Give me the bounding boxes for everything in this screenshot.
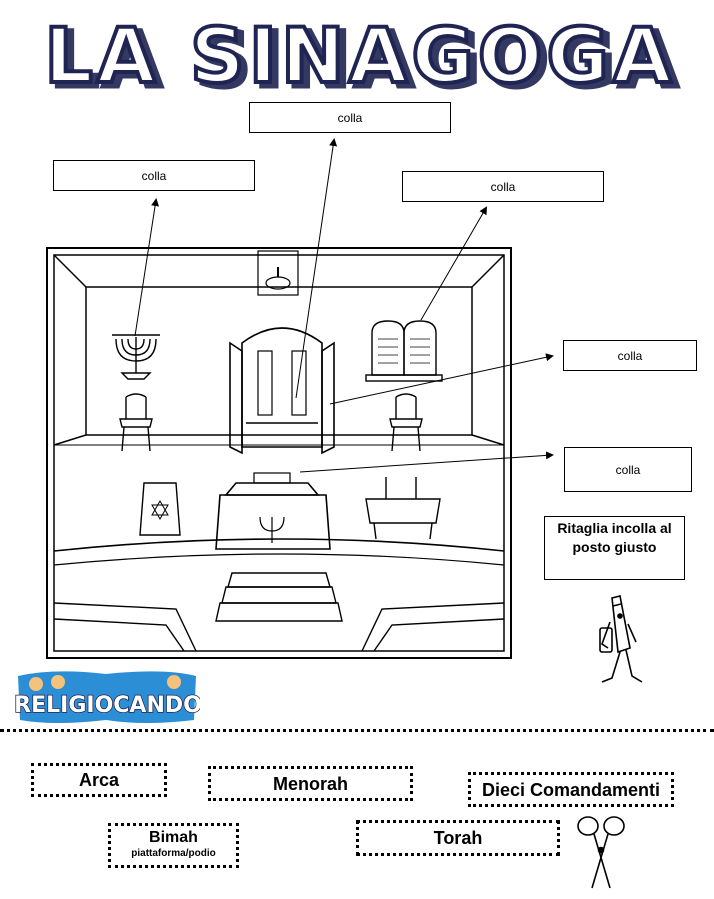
- instructions-box: Ritaglia incolla al posto giusto: [544, 516, 685, 580]
- svg-text:RELIGIOCANDO: RELIGIOCANDO: [14, 693, 200, 718]
- card-torah[interactable]: Torah: [356, 820, 560, 856]
- arrow-commandments: [420, 206, 488, 321]
- svg-text:LA SINAGOGA: LA SINAGOGA: [50, 15, 681, 100]
- glue-box-bimah: colla: [564, 447, 692, 492]
- glue-box-menorah: colla: [53, 160, 255, 191]
- synagogue-illustration: [46, 247, 512, 659]
- title-text: LA SINAGOGA: [44, 11, 675, 100]
- arrow-menorah: [134, 198, 160, 337]
- card-bimah-title: Bimah: [149, 829, 198, 846]
- arrow-arca: [329, 353, 554, 405]
- card-dieci-comandamenti[interactable]: Dieci Comandamenti: [468, 772, 674, 807]
- cut-line: [0, 729, 714, 732]
- scissors-icon: [577, 816, 625, 889]
- religiocando-logo: RELIGIOCANDO: [14, 671, 200, 723]
- svg-text:LA SINAGOGA: LA SINAGOGA: [44, 11, 675, 100]
- glue-box-torah: colla: [249, 102, 451, 133]
- card-arca[interactable]: Arca: [31, 763, 167, 797]
- glue-box-arca: colla: [563, 340, 697, 371]
- worksheet-title: LA SINAGOGA LA SINAGOGA: [42, 9, 681, 100]
- card-menorah[interactable]: Menorah: [208, 766, 413, 801]
- arrow-torah: [295, 138, 338, 399]
- card-bimah-subtitle: piattaforma/podio: [131, 848, 216, 859]
- pencil-mascot-icon: [599, 595, 643, 683]
- card-bimah[interactable]: Bimah piattaforma/podio: [108, 823, 239, 868]
- glue-box-commandments: colla: [402, 171, 604, 202]
